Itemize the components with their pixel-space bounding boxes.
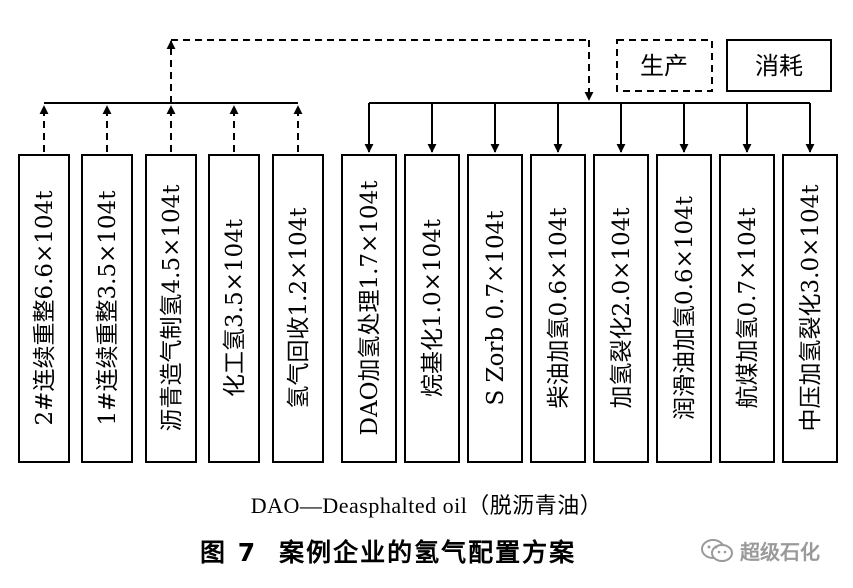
producer-label-1: 2#连续重整6.6×104t — [32, 190, 58, 426]
abbreviation-note: DAO—Deasphalted oil（脱沥青油） — [250, 493, 603, 518]
consumer-label-1: DAO加氢处理1.7×104t — [357, 180, 383, 436]
producer-box-3: 沥青造气制氢4.5×104t — [145, 105, 197, 463]
consumer-box-2: 烷基化1.0×104t — [404, 103, 460, 463]
figure-number: 图 7 — [200, 538, 258, 567]
watermark-text: 超级石化 — [740, 540, 820, 564]
producer-box-2: 1#连续重整3.5×104t — [81, 105, 133, 463]
producer-label-4: 化工氢3.5×104t — [222, 218, 248, 397]
hydrogen-allocation-diagram: 生产 消耗 2#连续重整6.6×104t 1#连续重整3.5×104t 沥青造气… — [18, 39, 838, 463]
consumer-label-7: 航煤加氢0.7×104t — [735, 207, 761, 409]
figure-title: 案例企业的氢气配置方案 — [279, 538, 577, 567]
consumer-label-4: 柴油加氢0.6×104t — [546, 207, 572, 409]
consumer-box-5: 加氢裂化2.0×104t — [593, 103, 649, 463]
consumer-label-8: 中压加氢裂化3.0×104t — [798, 184, 824, 432]
consumer-box-7: 航煤加氢0.7×104t — [719, 103, 775, 463]
legend-consumption-label: 消耗 — [755, 52, 803, 80]
legend-consumption: 消耗 — [726, 39, 832, 92]
consumer-label-2: 烷基化1.0×104t — [420, 218, 446, 397]
consumer-label-6: 润滑油加氢0.6×104t — [672, 195, 698, 420]
producer-box-5: 氢气回收1.2×104t — [272, 105, 324, 463]
producer-box-4: 化工氢3.5×104t — [208, 105, 260, 463]
consumer-box-3: S Zorb 0.7×104t — [467, 103, 523, 463]
consumer-box-6: 润滑油加氢0.6×104t — [656, 103, 712, 463]
producer-label-3: 沥青造气制氢4.5×104t — [159, 184, 185, 432]
watermark: 超级石化 — [700, 536, 820, 565]
consumer-label-5: 加氢裂化2.0×104t — [609, 207, 635, 409]
consumer-box-4: 柴油加氢0.6×104t — [530, 103, 586, 463]
figure-caption: 图 7 案例企业的氢气配置方案 — [200, 533, 576, 569]
wechat-icon — [701, 538, 733, 562]
production-to-consumption-link — [166, 39, 594, 103]
producer-box-1: 2#连续重整6.6×104t — [18, 105, 70, 463]
consumer-label-3: S Zorb 0.7×104t — [483, 210, 509, 406]
consumer-box-8: 中压加氢裂化3.0×104t — [782, 103, 838, 463]
producer-label-2: 1#连续重整3.5×104t — [95, 190, 121, 426]
producer-label-5: 氢气回收1.2×104t — [286, 207, 312, 409]
legend-production-label: 生产 — [640, 52, 688, 80]
legend-production: 生产 — [616, 39, 713, 92]
consumer-box-1: DAO加氢处理1.7×104t — [341, 103, 397, 463]
